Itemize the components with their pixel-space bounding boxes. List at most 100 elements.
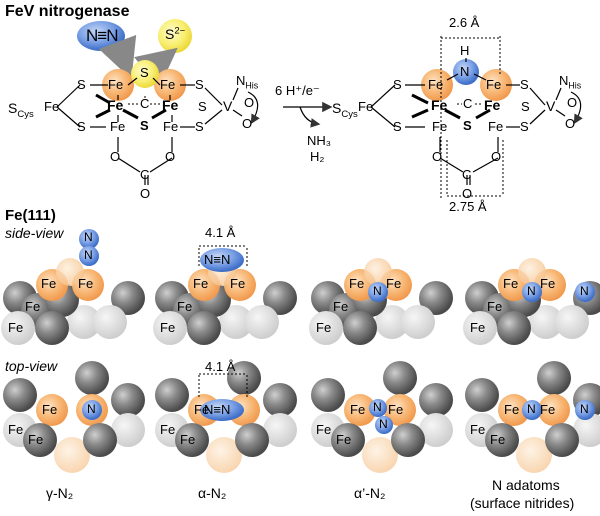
fe-atom (538, 394, 570, 426)
fe-label: Fe (488, 119, 504, 134)
fe-atom-label: Fe (8, 422, 24, 437)
n2-molecule (200, 248, 244, 272)
surface-atom-dark (263, 383, 297, 417)
n2-label: N≡N (86, 26, 119, 45)
surface-atom-dark (3, 378, 37, 412)
surface-atom-light (93, 305, 127, 339)
surface-atom-dark (419, 383, 453, 417)
o-label: O (110, 149, 121, 164)
surface-atom-light (463, 311, 497, 345)
fe-atom-label: Fe (316, 422, 332, 437)
v-label: V (546, 98, 556, 114)
surface-atom-light (111, 413, 145, 447)
n2-label: N≡N (204, 252, 231, 267)
fe-label: Fe (428, 77, 444, 92)
alpha-top-distance: 4.1 Å (205, 359, 236, 374)
surface-atom-dark (175, 423, 209, 457)
surface-atom-dark (155, 378, 189, 412)
surface-atom-dark (485, 423, 519, 457)
s-label: S (520, 119, 529, 134)
surface-atom-dark (537, 361, 571, 395)
fe-atom-label: Fe (41, 276, 57, 291)
surface-atom-light (529, 305, 563, 339)
n-atom-label: N (580, 402, 589, 416)
fe-atom-back (518, 258, 546, 286)
fe-atom (344, 394, 376, 426)
fe-label: Fe (432, 119, 448, 134)
fe-atom (498, 394, 530, 426)
sulfide-blob (158, 19, 192, 53)
fe-atom-label: Fe (487, 299, 503, 314)
fe-atom-label: Fe (78, 276, 94, 291)
o-label: O (567, 95, 578, 110)
product-nh3-label: NH₃ (307, 133, 332, 148)
o-label: O (565, 116, 576, 131)
fe-label: Fe (163, 119, 179, 134)
fe-atom-label: Fe (8, 320, 24, 335)
state-label-alpha: α-N₂ (198, 485, 227, 501)
c-label: C (463, 96, 473, 111)
n-atom-label: N (373, 284, 382, 298)
n-his-label: NHis (559, 73, 582, 91)
fe-atom-back (362, 437, 398, 473)
fe-atom (384, 394, 416, 426)
n-atom-label: N (379, 417, 388, 431)
fe-atom-label: Fe (504, 402, 520, 417)
surface-atom-dark (391, 423, 425, 457)
o-label: O (140, 186, 151, 201)
n-atom (522, 400, 542, 420)
fev-cofactor-right (370, 36, 583, 200)
fe-label: Fe (486, 77, 502, 92)
surface-atom-dark (383, 361, 417, 395)
distance-label-bottom: 2.75 Å (449, 199, 487, 214)
s-label: S (463, 118, 472, 133)
s-cys-label-right: SCys (332, 100, 358, 120)
top-view-label: top-view (5, 358, 58, 374)
surface-atom-light (245, 305, 279, 339)
n-his-label: NHis (236, 73, 259, 91)
n-atom (575, 400, 595, 420)
v-label: V (223, 98, 233, 114)
s-label: S (195, 77, 204, 92)
n-atom-label: N (84, 230, 93, 244)
c-label: C (462, 167, 472, 182)
n-atom (375, 416, 393, 434)
fe-label: Fe (431, 97, 448, 113)
surface-atom-light (219, 305, 253, 339)
surface-atom-dark (235, 423, 269, 457)
surface-atom-dark (311, 378, 345, 412)
surface-atom-dark (263, 281, 297, 315)
s-label: S (77, 119, 86, 134)
n-atom-label: N (87, 402, 96, 416)
fe-atom-label: Fe (503, 276, 519, 291)
surface-atom-dark (35, 311, 69, 345)
fe-atom-label: Fe (386, 276, 402, 291)
n-atom-label: N (527, 284, 536, 298)
n-atom-label: N (84, 248, 93, 262)
fe-atom-label: Fe (388, 402, 404, 417)
surface-atom-dark (465, 378, 499, 412)
s-label: S (198, 99, 207, 114)
fe-label: Fe (108, 77, 124, 92)
fe-atom-label: Fe (336, 432, 352, 447)
fe-atom-label: Fe (160, 422, 176, 437)
s-label: S (195, 119, 204, 134)
surface-atom-light (419, 413, 453, 447)
n-atom (575, 282, 595, 302)
o-label: O (432, 149, 443, 164)
c-label: C (140, 167, 150, 182)
distance-label-top: 2.6 Å (449, 15, 480, 30)
fe-atom-label: Fe (540, 276, 556, 291)
fev-cofactor-left (56, 19, 260, 185)
s-label: S (140, 118, 149, 133)
surface-atom-dark (111, 281, 145, 315)
fe-atom-back (516, 437, 552, 473)
fe-atom-label: Fe (470, 422, 486, 437)
fe-atom-back (206, 437, 242, 473)
o-label: O (244, 95, 255, 110)
fe-label: Fe (484, 97, 501, 113)
surface-atom-light (309, 311, 343, 345)
sulfide-label: S2− (165, 25, 186, 42)
fe-atom-back (54, 437, 90, 473)
